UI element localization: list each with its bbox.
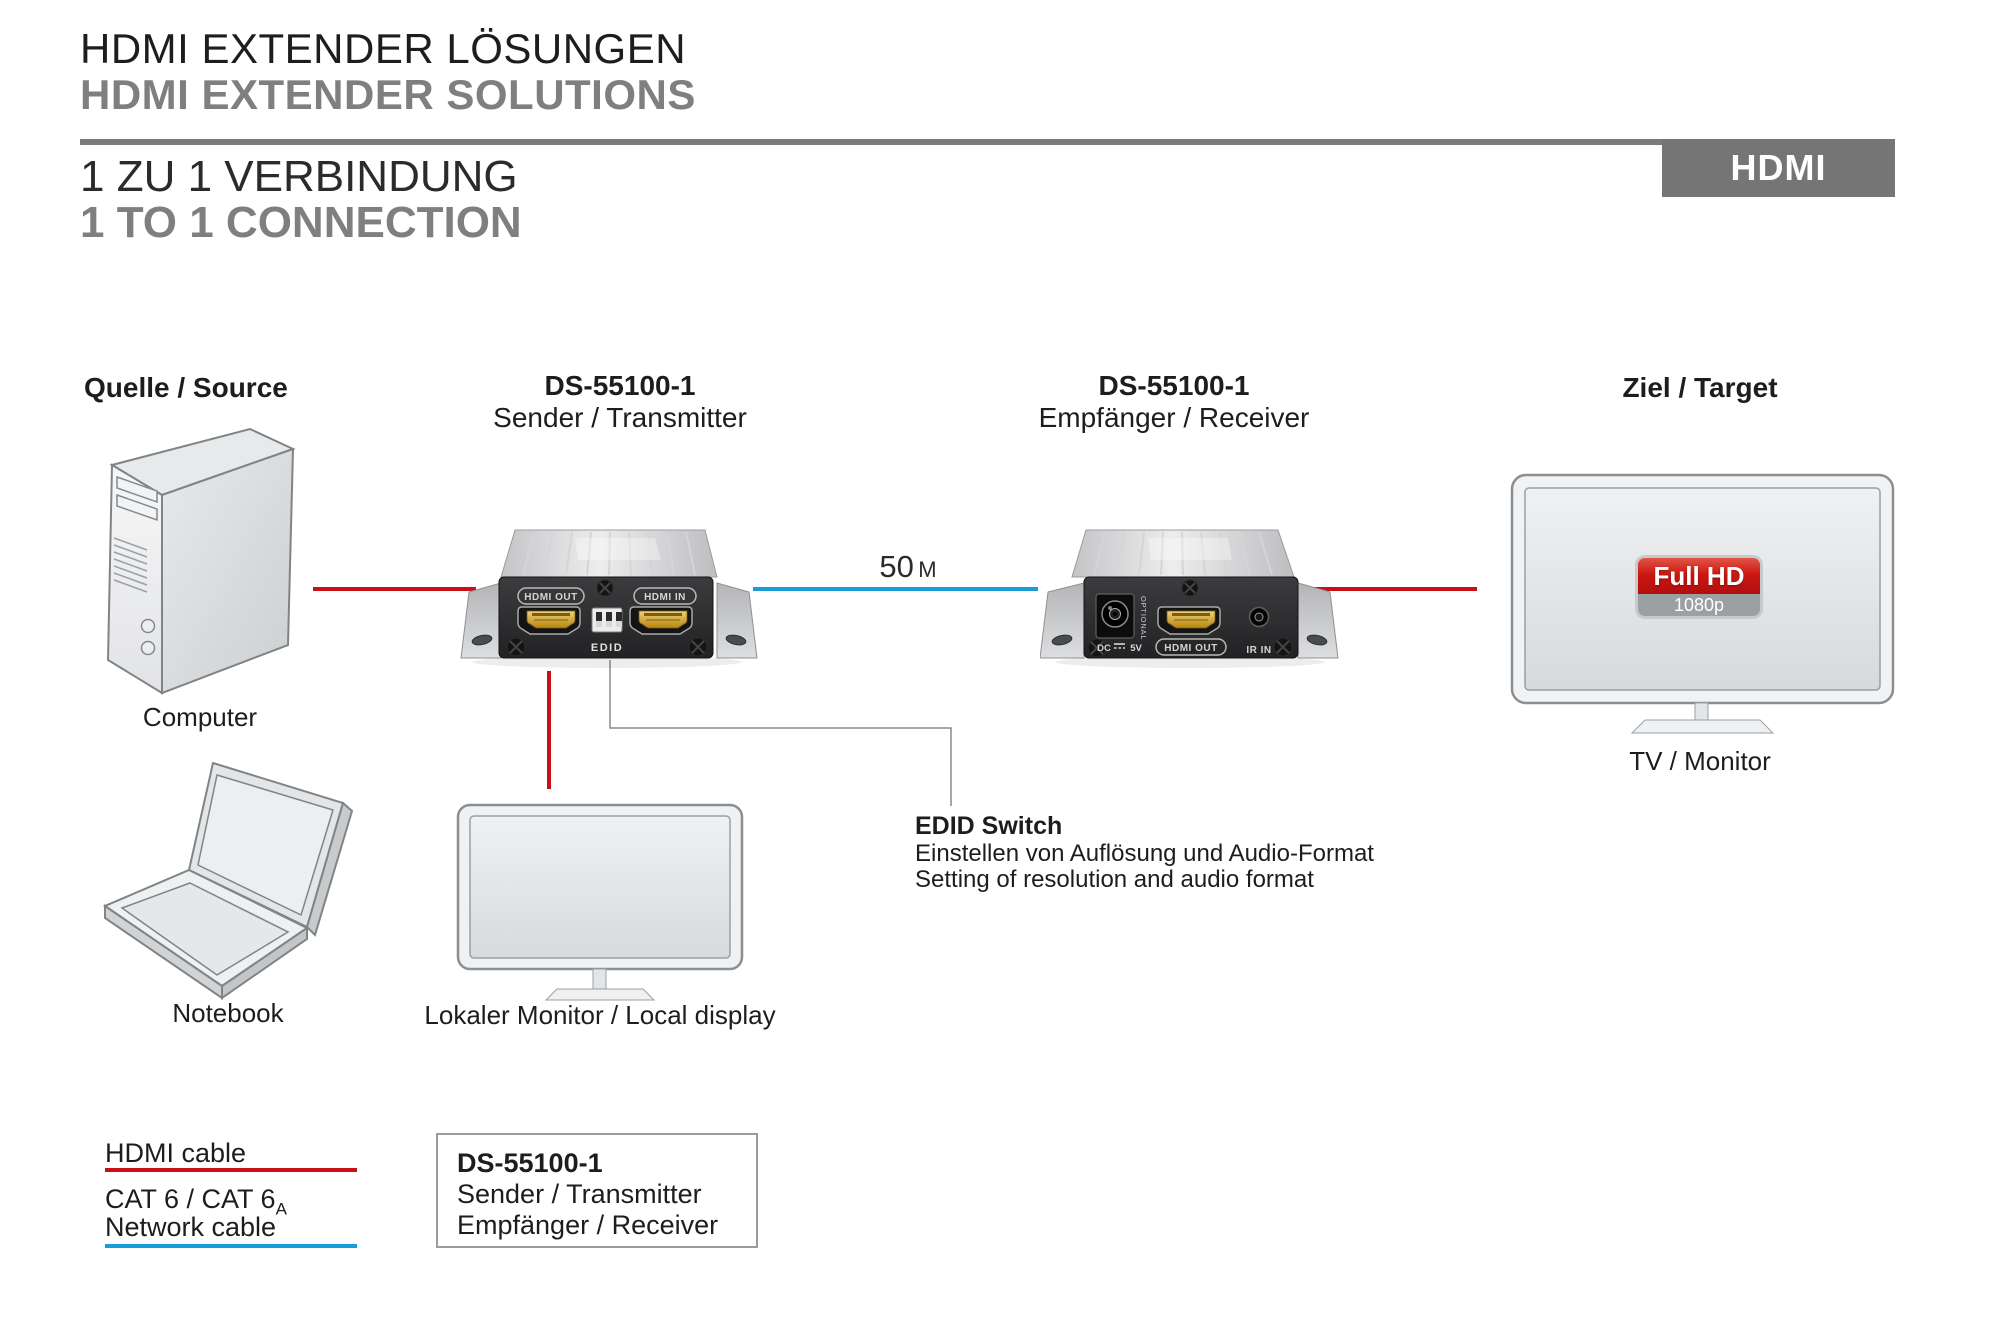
notebook-caption: Notebook (172, 998, 284, 1028)
computer-caption: Computer (142, 702, 258, 732)
receiver-optional-label: OPTIONAL (1139, 596, 1148, 640)
receiver-model: DS-55100-1 (1098, 370, 1250, 401)
notebook-illustration (102, 761, 354, 1000)
transmitter-screws (506, 579, 708, 657)
target-column-label: Ziel / Target (1622, 372, 1778, 403)
transmitter-top-label-area (575, 538, 661, 560)
tv-stand-base (1630, 719, 1775, 734)
distance-label: 50 M (818, 549, 998, 585)
hdmi-badge: HDMI (1662, 139, 1895, 197)
transmitter-device: HDMI OUT EDID HDMI IN (460, 529, 758, 668)
receiver-right-mount-hole (1306, 634, 1328, 646)
source-column-label: Quelle / Source (84, 372, 288, 403)
receiver-ir-in-label: IR IN (1246, 645, 1271, 656)
transmitter-edid-label: EDID (591, 642, 623, 654)
transmitter-right-flange (716, 582, 758, 659)
distance-unit: M (918, 557, 937, 582)
tv-stand-neck (1694, 702, 1709, 721)
receiver-left-flange (1040, 582, 1085, 659)
legend-cat-label: CAT 6 / CAT 6A (105, 1184, 287, 1219)
receiver-hdmi-out-pill (1155, 638, 1227, 656)
legend-cat-subscript: A (275, 1199, 287, 1219)
fullhd-badge-text: Full HD (1638, 558, 1760, 594)
receiver-device: OPTIONAL DC 5V HDMI OUT IR IN (1040, 529, 1339, 668)
transmitter-left-flange (460, 582, 502, 659)
ir-in-jack (1248, 606, 1270, 628)
page-title-en: HDMI EXTENDER SOLUTIONS (80, 71, 696, 118)
receiver-top-label-area (1148, 538, 1232, 560)
local-monitor-stand-neck (592, 968, 607, 990)
local-monitor-illustration (456, 803, 744, 1001)
legend-network-label: Network cable (105, 1212, 277, 1242)
receiver-left-mount-hole (1051, 634, 1073, 646)
transmitter-left-mount-hole (471, 634, 493, 646)
computer-tower-shape (106, 427, 296, 695)
local-monitor-caption: Lokaler Monitor / Local display (424, 1000, 776, 1030)
page-title-de: HDMI EXTENDER LÖSUNGEN (80, 25, 687, 72)
section-title-de: 1 ZU 1 VERBINDUNG (80, 152, 518, 201)
receiver-screws (1087, 579, 1293, 658)
local-monitor-screen (469, 815, 731, 959)
legend-hdmi-label: HDMI cable (105, 1138, 247, 1168)
edid-dip-switch (591, 607, 623, 633)
product-box: DS-55100-1 Sender / Transmitter Empfänge… (436, 1133, 758, 1248)
product-box-model: DS-55100-1 (457, 1148, 603, 1178)
receiver-dc-label: DC (1097, 643, 1111, 654)
computer-buttons (140, 618, 156, 656)
receiver-right-flange (1297, 582, 1339, 659)
receiver-5v-label: 5V (1130, 643, 1142, 654)
edid-annotation-line-de: Einstellen von Auflösung und Audio-Forma… (915, 840, 1374, 867)
header-rule (80, 139, 1895, 145)
receiver-shadow (1055, 656, 1325, 668)
hdmi-out-pill (517, 587, 585, 605)
tv-caption: TV / Monitor (1629, 746, 1771, 776)
edid-connector-line (609, 660, 952, 806)
edid-annotation-line-en: Setting of resolution and audio format (915, 866, 1314, 893)
fullhd-badge-resolution: 1080p (1638, 594, 1760, 616)
dc-power-jack (1095, 593, 1135, 639)
dc-symbol-icon (1114, 643, 1125, 649)
transmitter-top-streaks (522, 531, 696, 576)
edid-annotation-title: EDID Switch (915, 812, 1063, 840)
computer-illustration (106, 427, 296, 695)
transmitter-shadow (472, 656, 742, 668)
notebook-shape (102, 761, 354, 1000)
product-box-line1: Sender / Transmitter (457, 1179, 702, 1209)
receiver-hdmi-port-icon (1157, 606, 1221, 635)
receiver-top-streaks (1093, 531, 1273, 576)
transmitter-hdmi-out-label: HDMI OUT (524, 592, 577, 603)
fullhd-badge: Full HD 1080p (1635, 555, 1763, 619)
distance-value: 50 (879, 549, 914, 584)
hdmi-in-port-icon (629, 606, 693, 635)
transmitter-right-mount-hole (725, 634, 747, 646)
transmitter-role: Sender / Transmitter (493, 402, 747, 433)
section-title-en: 1 TO 1 CONNECTION (80, 198, 522, 247)
computer-vents (113, 537, 148, 593)
product-box-line2: Empfänger / Receiver (457, 1210, 719, 1240)
computer-drive-bays (116, 475, 158, 522)
local-monitor-stand-base (544, 988, 656, 1001)
receiver-hdmi-out-label: HDMI OUT (1164, 643, 1217, 654)
receiver-role: Empfänger / Receiver (1038, 402, 1310, 433)
transmitter-model: DS-55100-1 (544, 370, 696, 401)
hdmi-in-pill (633, 587, 697, 605)
transmitter-hdmi-in-label: HDMI IN (644, 592, 686, 603)
legend-cat-text: CAT 6 / CAT 6 (105, 1184, 276, 1214)
hdmi-out-port-icon (517, 606, 581, 635)
